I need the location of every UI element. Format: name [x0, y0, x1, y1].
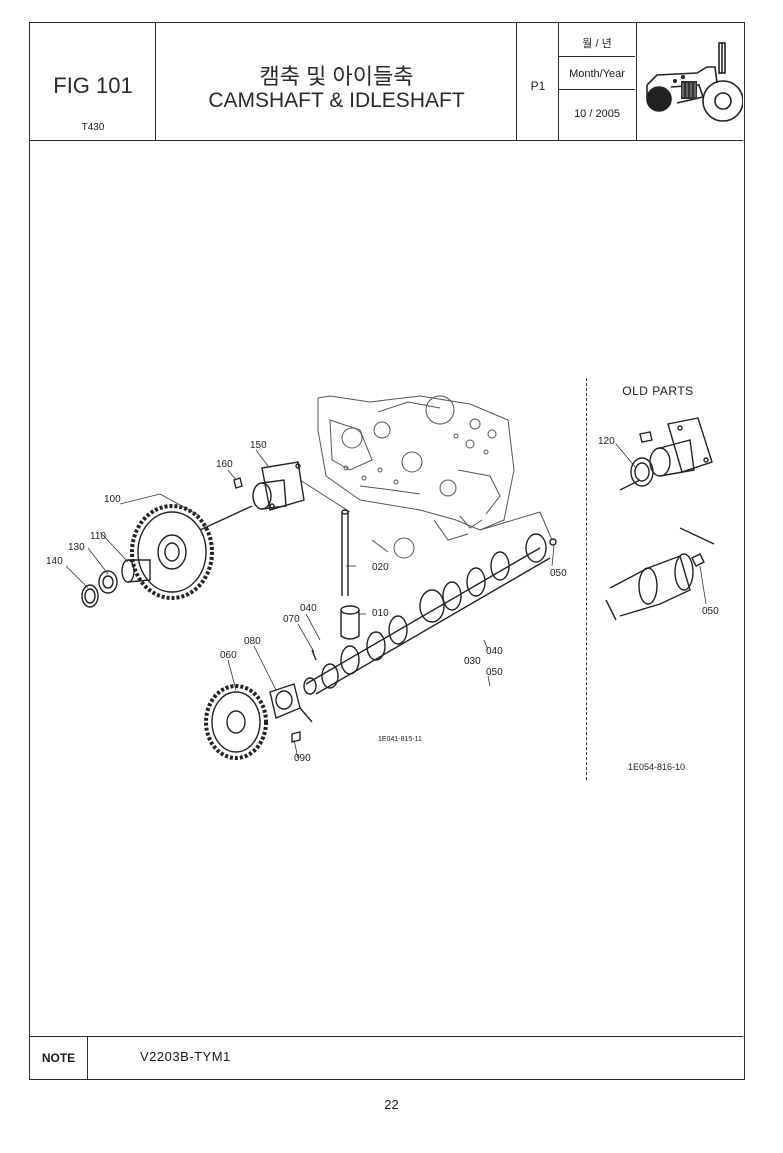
- fig-cell: FIG 101 T430: [30, 23, 156, 140]
- callout-090: 090: [294, 753, 311, 764]
- page-cell: P1: [517, 23, 559, 140]
- note-value: V2203B-TYM1: [140, 1049, 231, 1064]
- callout-080: 080: [244, 636, 261, 647]
- footer-page-number: 22: [384, 1097, 399, 1112]
- old-parts-reference-code: 1E054-816-10: [628, 762, 685, 772]
- note-row: NOTE V2203B-TYM1: [30, 1036, 743, 1079]
- callout-110: 110: [90, 531, 106, 542]
- cam-gear-drawing: [204, 649, 317, 760]
- callout-020: 020: [372, 562, 389, 573]
- date-cell: 월 / 년 Month/Year 10 / 2005: [559, 23, 637, 140]
- note-label: NOTE: [30, 1037, 88, 1079]
- leader-lines: [65, 449, 555, 759]
- callout-050: 050: [486, 667, 503, 678]
- callout-130: 130: [68, 542, 85, 553]
- page-frame: FIG 101 T430 캠축 및 아이들축 CAMSHAFT & IDLESH…: [29, 22, 745, 1080]
- model-label: T430: [81, 122, 105, 133]
- callout-070: 070: [283, 614, 300, 625]
- title-cell: 캠축 및 아이들축 CAMSHAFT & IDLESHAFT: [156, 23, 517, 140]
- callout-160: 160: [216, 459, 233, 470]
- push-rod-drawing: [341, 509, 349, 596]
- old-parts-leader-lines: [615, 443, 707, 605]
- fig-label: FIG 101: [53, 73, 133, 98]
- title-english: CAMSHAFT & IDLESHAFT: [208, 89, 465, 112]
- date-label-english: Month/Year: [569, 68, 625, 80]
- diagram-reference-code: 1E041-815-11: [378, 736, 422, 743]
- callout-100: 100: [104, 494, 121, 505]
- callout-050: 050: [550, 568, 567, 579]
- page-number-label: P1: [530, 79, 546, 93]
- idle-gear-drawing: [81, 504, 253, 608]
- callout-150: 150: [250, 440, 267, 451]
- callout-050: 050: [702, 606, 719, 617]
- logo-cell: [637, 23, 744, 140]
- tractor-icon: [646, 42, 744, 122]
- idle-shaft-drawing: [233, 461, 305, 511]
- divider: [559, 89, 635, 90]
- callout-120: 120: [598, 436, 615, 447]
- tappet-drawing: [340, 605, 360, 640]
- old-parts-divider: [586, 378, 587, 780]
- old-parts-title: OLD PARTS: [622, 384, 694, 398]
- date-value: 10 / 2005: [574, 108, 620, 120]
- callout-140: 140: [46, 556, 63, 567]
- old-idle-shaft-drawing: [619, 417, 713, 491]
- old-camshaft-end-drawing: [605, 527, 715, 621]
- date-label-korean: 월 / 년: [582, 38, 612, 50]
- callout-040: 040: [486, 646, 503, 657]
- divider: [559, 56, 635, 57]
- title-korean: 캠축 및 아이들축: [259, 64, 414, 89]
- camshaft-drawing: [303, 533, 557, 695]
- callout-030: 030: [464, 656, 481, 667]
- engine-block-drawing: [299, 395, 553, 559]
- header: FIG 101 T430 캠축 및 아이들축 CAMSHAFT & IDLESH…: [30, 23, 744, 141]
- callout-040: 040: [300, 603, 317, 614]
- callout-060: 060: [220, 650, 237, 661]
- callout-010: 010: [372, 608, 389, 619]
